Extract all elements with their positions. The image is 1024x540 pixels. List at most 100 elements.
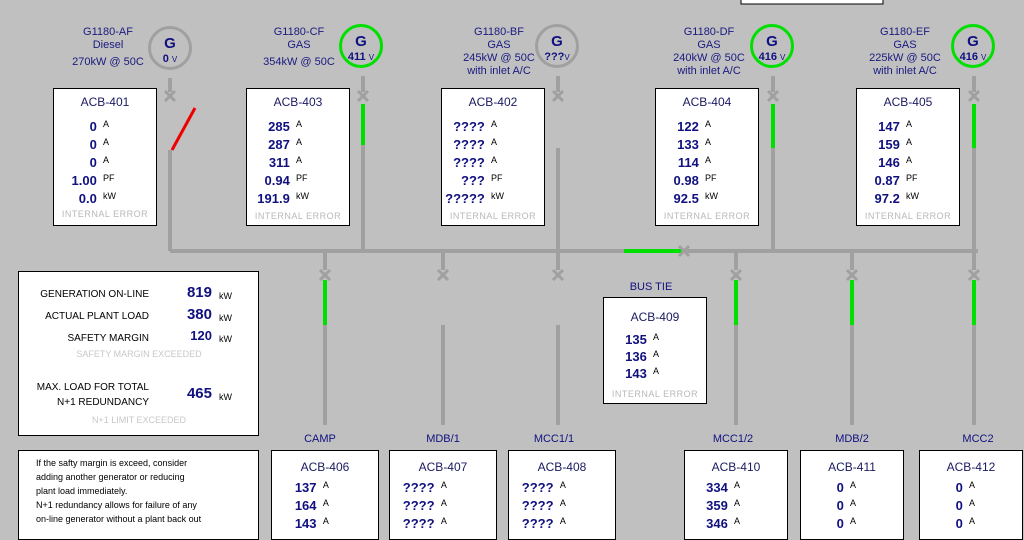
breaker-x-mdb1 [436, 268, 450, 282]
generator-symbol-af[interactable]: G 0 V [148, 26, 192, 70]
phase-c-current: 143 [294, 516, 317, 531]
phase-c-current: ???? [402, 516, 435, 531]
breaker-x-mcc2 [967, 268, 981, 282]
n1-limit-warning: N+1 LIMIT EXCEEDED [91, 415, 187, 425]
power-factor: 1.00 [71, 173, 97, 188]
top-box-edge [740, 0, 884, 5]
breaker-x-bf [551, 89, 565, 103]
generator-symbol-ef[interactable]: G 416 V [951, 24, 995, 68]
generator-symbol-cf[interactable]: G 411 V [339, 24, 383, 68]
error-label: INTERNAL ERROR [864, 211, 952, 221]
power-factor: ??? [461, 173, 485, 188]
max-load-label-2: N+1 REDUNDANCY [57, 397, 149, 408]
phase-a-current: 285 [268, 119, 290, 134]
generator-label-df: G1180-DF GAS 240kW @ 50C with inlet A/C [673, 26, 745, 77]
generator-voltage: 411 [347, 51, 366, 63]
phase-a-current: ???? [453, 119, 485, 134]
phase-b-current: 359 [706, 498, 728, 513]
note-line-1: If the safty margin is exceed, consider [36, 458, 188, 468]
safety-margin-value: 120 [190, 328, 212, 343]
breaker-x-cf [356, 89, 370, 103]
feeder-label-camp: CAMP [304, 433, 336, 445]
phase-b-current: 0 [836, 498, 844, 513]
phase-a-current: 0 [955, 480, 963, 495]
power-factor: 0.94 [264, 173, 290, 188]
generator-voltage: 0 [162, 53, 169, 65]
bus-tie-label: BUS TIE [629, 281, 673, 293]
phase-c-current: 146 [878, 155, 900, 170]
phase-c-current: ???? [453, 155, 485, 170]
generator-voltage: 416 [959, 51, 978, 63]
feeder-label-mdb2: MDB/2 [835, 433, 869, 445]
breaker-x-camp [318, 268, 332, 282]
breaker-x-df [766, 89, 780, 103]
generator-symbol-bf[interactable]: G ???V [535, 24, 579, 68]
note-line-5: on-line generator without a plant back o… [36, 514, 202, 524]
generation-online-label: GENERATION ON-LINE [40, 289, 149, 300]
feeder-label-mcc12: MCC1/2 [712, 433, 754, 445]
note-line-3: plant load immediately. [36, 486, 128, 496]
phase-c-current: 311 [268, 155, 290, 170]
phase-a-current: ???? [402, 480, 435, 495]
phase-c-current: 0 [89, 155, 97, 170]
note-line-2: adding another generator or reducing [36, 472, 185, 482]
breaker-x-ef [967, 89, 981, 103]
phase-c-current: 114 [677, 155, 699, 170]
phase-c-current: 143 [625, 366, 647, 381]
phase-b-current: 0 [955, 498, 963, 513]
plant-load-label: ACTUAL PLANT LOAD [45, 311, 149, 322]
breaker-panel-acb407[interactable]: ACB-407 ????A ????A ????A [389, 450, 497, 540]
phase-a-current: 137 [294, 480, 317, 495]
phase-b-current: 0 [89, 137, 97, 152]
phase-b-current: 159 [878, 137, 900, 152]
phase-b-current: ???? [402, 498, 435, 513]
phase-a-current: 122 [677, 119, 699, 134]
power-kw: ????? [445, 191, 485, 206]
summary-panel: GENERATION ON-LINE 819 kW ACTUAL PLANT L… [18, 271, 259, 436]
generator-voltage: ??? [544, 51, 565, 63]
breaker-x-mdb2 [845, 268, 859, 282]
phase-a-current: 334 [706, 480, 728, 495]
breaker-panel-acb408[interactable]: ACB-408 ????A ????A ????A [508, 450, 616, 540]
breaker-x-mcc11 [551, 268, 565, 282]
phase-b-current: 287 [268, 137, 290, 152]
phase-b-current: 164 [294, 498, 317, 513]
feeder-label-mcc2: MCC2 [962, 433, 994, 445]
generator-label-bf: G1180-BF GAS 245kW @ 50C with inlet A/C [463, 26, 535, 77]
power-factor: 0.87 [874, 173, 900, 188]
feeder-label-mcc11: MCC1/1 [533, 433, 575, 445]
note-line-4: N+1 redundancy allows for failure of any [36, 500, 197, 510]
error-label: INTERNAL ERROR [61, 209, 149, 219]
error-label: INTERNAL ERROR [611, 389, 699, 399]
phase-a-current: 147 [878, 119, 900, 134]
phase-a-current: ???? [521, 480, 554, 495]
safety-margin-label: SAFETY MARGIN [67, 333, 150, 344]
safety-margin-warning: SAFETY MARGIN EXCEEDED [76, 349, 202, 359]
breaker-x-mcc12 [729, 268, 743, 282]
generator-symbol-df[interactable]: G 416 V [750, 24, 794, 68]
generator-label-af: G1180-AF Diesel 270kW @ 50C [72, 26, 144, 68]
power-kw: 191.9 [257, 191, 290, 206]
phase-c-current: 346 [706, 516, 728, 531]
phase-b-current: 136 [625, 349, 647, 364]
power-kw: 0.0 [78, 191, 97, 206]
generation-online-value: 819 [186, 284, 212, 301]
plant-load-value: 380 [186, 306, 212, 323]
phase-c-current: ???? [521, 516, 554, 531]
generator-voltage: 416 [758, 51, 777, 63]
phase-c-current: 0 [836, 516, 844, 531]
breaker-panel-acb402[interactable]: ACB-402 ????A ????A ????A ???PF ?????kW … [441, 88, 545, 226]
phase-a-current: 135 [625, 332, 647, 347]
phase-a-current: 0 [836, 480, 844, 495]
breaker-x-bustie [677, 244, 691, 258]
